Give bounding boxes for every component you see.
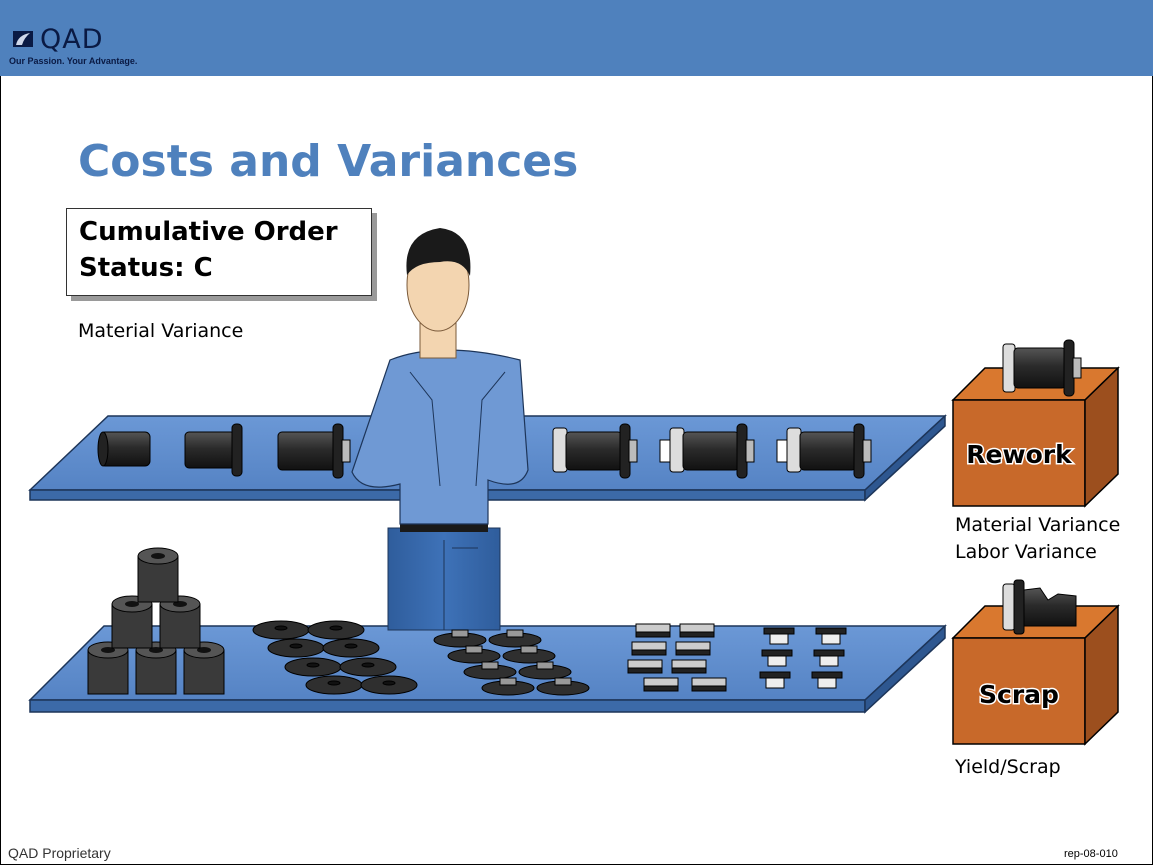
status-box: Cumulative Order Status: C xyxy=(66,208,372,296)
hub-disks xyxy=(433,629,590,696)
status-line-1: Cumulative Order xyxy=(79,217,338,247)
status-line-2: Status: C xyxy=(79,253,213,283)
rework-crate: Rework xyxy=(951,339,1120,508)
scrap-variance-label: Yield/Scrap xyxy=(955,756,1061,778)
footer-slide-id: rep-08-010 xyxy=(1064,848,1118,860)
rework-variance-labor: Labor Variance xyxy=(955,541,1097,563)
slide-title: Costs and Variances xyxy=(78,136,579,187)
upper-shelf-parts xyxy=(97,423,872,479)
footer-proprietary: QAD Proprietary xyxy=(8,845,111,861)
spool-pieces xyxy=(759,627,847,689)
rework-variance-material: Material Variance xyxy=(955,514,1121,536)
logo-tagline: Our Passion. Your Advantage. xyxy=(9,56,138,66)
raw-material-pyramid xyxy=(87,547,225,695)
material-variance-label: Material Variance xyxy=(78,320,244,342)
header-bar: QAD Our Passion. Your Advantage. xyxy=(0,0,1153,76)
logo-text: QAD xyxy=(40,24,104,55)
gear-pieces xyxy=(627,623,727,692)
rework-label: Rework xyxy=(966,440,1073,469)
worker-figure xyxy=(351,228,529,631)
qad-logo-icon xyxy=(13,31,33,47)
flat-disks xyxy=(252,620,418,695)
scrap-crate: Scrap xyxy=(951,579,1120,746)
scrap-label: Scrap xyxy=(979,680,1059,709)
